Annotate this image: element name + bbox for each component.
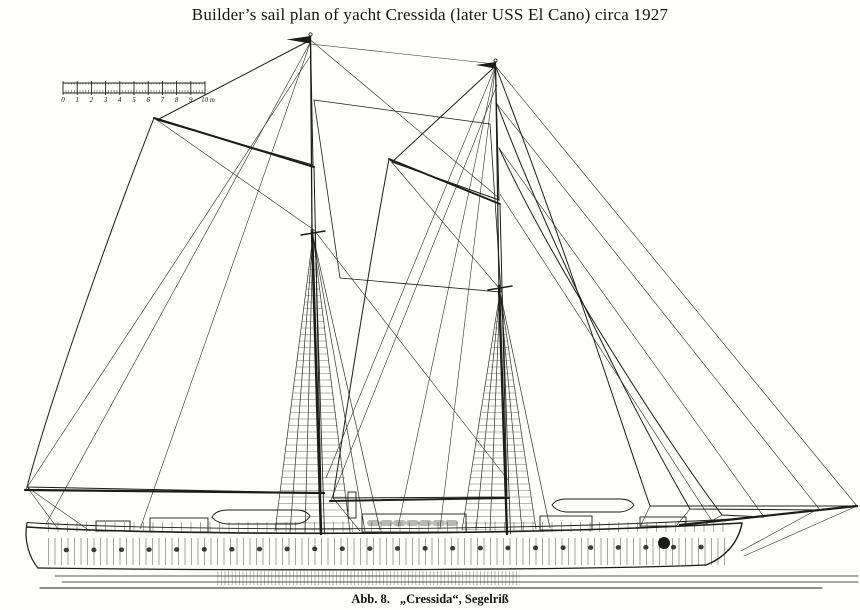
scale-label: 5 xyxy=(132,96,136,104)
scale-label: 7 xyxy=(161,96,165,104)
fore-topping-lift xyxy=(330,84,498,501)
sheer-line xyxy=(26,522,743,535)
ships-boat-forward xyxy=(551,498,635,513)
stern-profile xyxy=(25,522,39,569)
main-backstay-1 xyxy=(45,41,311,525)
aft-deckhouse xyxy=(149,517,209,533)
waterlines xyxy=(39,571,859,589)
forward-deckhouse xyxy=(539,515,593,531)
scale-label: 9 xyxy=(189,96,193,104)
main-shrouds xyxy=(274,235,381,534)
main-sheet xyxy=(26,486,91,532)
hull-bottom xyxy=(37,564,707,571)
main-topping-lift xyxy=(25,54,312,490)
fore-backstay-long xyxy=(325,65,496,479)
fore-backstay-2 xyxy=(439,65,496,530)
fore-crosstree xyxy=(487,285,513,291)
ink-layer: 0 1 2 3 4 5 6 7 8 9 10 m xyxy=(23,32,859,589)
main-ratlines xyxy=(275,240,352,531)
fore-peak-halyard xyxy=(388,158,500,289)
scale-bar-labels: 0 1 2 3 4 5 6 7 8 9 10 m xyxy=(61,96,215,104)
mainsail xyxy=(26,117,322,494)
fore-staysail xyxy=(498,147,765,518)
forestay xyxy=(499,193,713,522)
sails xyxy=(26,39,858,518)
main-stay xyxy=(313,229,509,481)
flying-jib xyxy=(495,65,858,507)
page-title: Builder’s sail plan of yacht Cressida (l… xyxy=(191,5,669,24)
stem-profile xyxy=(705,522,743,566)
mainmast-pennant xyxy=(286,36,311,44)
main-gaff-topsail xyxy=(155,39,314,166)
scale-label: 8 xyxy=(175,96,179,104)
figure-number: Abb. 8. xyxy=(351,592,390,606)
main-crosstree xyxy=(300,230,326,236)
flying-jib-stay xyxy=(495,65,858,507)
scale-label: 0 xyxy=(61,96,65,104)
main-backstay-2 xyxy=(139,41,311,530)
aft-skylight xyxy=(95,520,131,532)
masts-and-spars xyxy=(23,32,859,536)
scale-label: 2 xyxy=(90,96,94,104)
jib xyxy=(496,103,821,511)
main-topmast-stay xyxy=(310,39,500,199)
deck-railing-stanchions xyxy=(46,522,732,532)
scale-label: 6 xyxy=(146,96,150,104)
scale-label: 3 xyxy=(103,96,108,104)
hull xyxy=(25,518,743,571)
hull-planking-hatch xyxy=(44,538,730,565)
rigging xyxy=(25,39,858,557)
fore-shrouds xyxy=(461,291,551,532)
jib-stay xyxy=(496,103,821,511)
figure-caption: Abb. 8. „Cressida“, Segelriß xyxy=(0,592,860,607)
staysail-stay xyxy=(498,147,765,518)
bobstays xyxy=(740,505,858,557)
fore-gaff-topsail xyxy=(391,64,500,201)
scale-label: 1 xyxy=(75,96,79,104)
figure-caption-text: „Cressida“, Segelriß xyxy=(399,592,509,606)
scale-label: 10 m xyxy=(201,96,215,104)
hawse-pipe xyxy=(658,537,670,549)
forecastle-house xyxy=(639,516,687,527)
fisherman-staysail xyxy=(313,99,502,293)
scale-bar: 0 1 2 3 4 5 6 7 8 9 10 m xyxy=(61,81,215,104)
fore-ratlines xyxy=(462,296,536,530)
fore-backstay-1 xyxy=(397,65,496,528)
scale-label: 4 xyxy=(118,96,122,104)
main-peak-halyard xyxy=(153,117,315,231)
triatic-stay xyxy=(310,43,496,65)
jib-sheets xyxy=(639,505,723,528)
